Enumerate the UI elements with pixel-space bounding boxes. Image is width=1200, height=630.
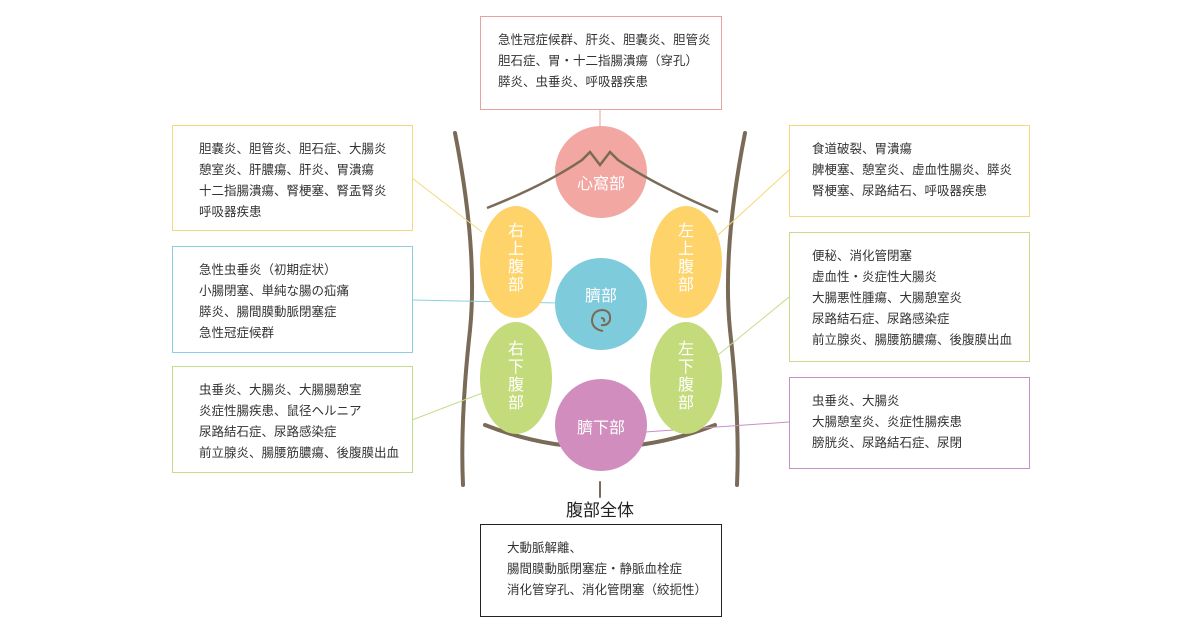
- condition-line: 十二指腸潰瘍、腎梗塞、腎盂腎炎: [199, 183, 387, 198]
- hypogastric-region: [555, 379, 647, 471]
- condition-line: 急性冠症候群、肝炎、胆嚢炎、胆管炎: [498, 32, 711, 47]
- condition-line: 食道破裂、胃潰瘍: [812, 141, 913, 156]
- condition-line: 虫垂炎、大腸炎、大腸腸憩室: [199, 382, 362, 397]
- condition-line: 膀胱炎、尿路結石症、尿閉: [812, 435, 963, 450]
- umbilical-region: [555, 258, 647, 350]
- navel-icon: [590, 308, 612, 332]
- condition-line: 虫垂炎、大腸炎: [812, 393, 900, 408]
- condition-line: 大腸憩室炎、炎症性腸疾患: [812, 414, 963, 429]
- condition-line: 胆石症、胃・十二指腸潰瘍（穿孔）: [498, 53, 699, 68]
- condition-line: 大腸悪性腫瘍、大腸憩室炎: [812, 290, 963, 305]
- condition-line: 呼吸器疾患: [199, 204, 262, 219]
- condition-line: 急性虫垂炎（初期症状）: [199, 262, 337, 277]
- right-upper-region: [480, 206, 552, 318]
- umbilical-box: 急性虫垂炎（初期症状） 小腸閉塞、単純な腸の疝痛 膵炎、腸間膜動脈閉塞症 急性冠…: [172, 246, 413, 353]
- hypogastric-box: 虫垂炎、大腸炎 大腸憩室炎、炎症性腸疾患 膀胱炎、尿路結石症、尿閉: [789, 377, 1030, 469]
- left-upper-label: 左上腹部: [675, 222, 694, 294]
- right-upper-box: 胆嚢炎、胆管炎、胆石症、大腸炎 憩室炎、肝膿瘍、肝炎、胃潰瘍 十二指腸潰瘍、腎梗…: [172, 125, 413, 231]
- condition-line: 小腸閉塞、単純な腸の疝痛: [199, 283, 350, 298]
- condition-line: 前立腺炎、腸腰筋膿瘍、後腹膜出血: [199, 445, 400, 460]
- condition-line: 腎梗塞、尿路結石、呼吸器疾患: [812, 183, 988, 198]
- condition-line: 胆嚢炎、胆管炎、胆石症、大腸炎: [199, 141, 387, 156]
- condition-line: 憩室炎、肝膿瘍、肝炎、胃潰瘍: [199, 162, 375, 177]
- condition-line: 脾梗塞、憩室炎、虚血性腸炎、膵炎: [812, 162, 1013, 177]
- condition-line: 虚血性・炎症性大腸炎: [812, 269, 938, 284]
- rib-line: [486, 150, 719, 214]
- left-lower-region: [650, 322, 722, 434]
- condition-line: 膵炎、虫垂炎、呼吸器疾患: [498, 74, 649, 89]
- right-lower-box: 虫垂炎、大腸炎、大腸腸憩室 炎症性腸疾患、鼠径ヘルニア 尿路結石症、尿路感染症 …: [172, 366, 413, 473]
- right-upper-label: 右上腹部: [505, 222, 524, 294]
- condition-line: 尿路結石症、尿路感染症: [199, 424, 337, 439]
- condition-line: 尿路結石症、尿路感染症: [812, 311, 950, 326]
- condition-line: 炎症性腸疾患、鼠径ヘルニア: [199, 403, 362, 418]
- left-lower-label: 左下腹部: [675, 340, 694, 412]
- condition-line: 前立腺炎、腸腰筋膿瘍、後腹膜出血: [812, 332, 1013, 347]
- right-lower-label: 右下腹部: [505, 340, 524, 412]
- condition-line: 膵炎、腸間膜動脈閉塞症: [199, 304, 337, 319]
- whole-abdomen-box: 大動脈解離、 腸間膜動脈閉塞症・静脈血栓症 消化管穿孔、消化管閉塞（絞扼性）: [480, 524, 722, 617]
- condition-line: 腸間膜動脈閉塞症・静脈血栓症: [507, 561, 683, 576]
- condition-line: 大動脈解離、: [507, 540, 583, 555]
- left-upper-box: 食道破裂、胃潰瘍 脾梗塞、憩室炎、虚血性腸炎、膵炎 腎梗塞、尿路結石、呼吸器疾患: [789, 125, 1030, 217]
- umbilical-label: 臍部: [584, 286, 617, 305]
- left-upper-region: [650, 206, 722, 318]
- epigastric-region: [555, 126, 647, 218]
- epigastric-box: 急性冠症候群、肝炎、胆嚢炎、胆管炎 胆石症、胃・十二指腸潰瘍（穿孔） 膵炎、虫垂…: [480, 16, 722, 110]
- left-lower-box: 便秘、消化管閉塞 虚血性・炎症性大腸炎 大腸悪性腫瘍、大腸憩室炎 尿路結石症、尿…: [789, 232, 1030, 362]
- epigastric-label: 心窩部: [576, 174, 625, 193]
- whole-abdomen-title: 腹部全体: [566, 501, 634, 521]
- condition-line: 急性冠症候群: [199, 325, 275, 340]
- right-lower-region: [480, 322, 552, 434]
- hypogastric-label: 臍下部: [576, 418, 625, 437]
- condition-line: 消化管穿孔、消化管閉塞（絞扼性）: [507, 582, 708, 597]
- condition-line: 便秘、消化管閉塞: [812, 248, 913, 263]
